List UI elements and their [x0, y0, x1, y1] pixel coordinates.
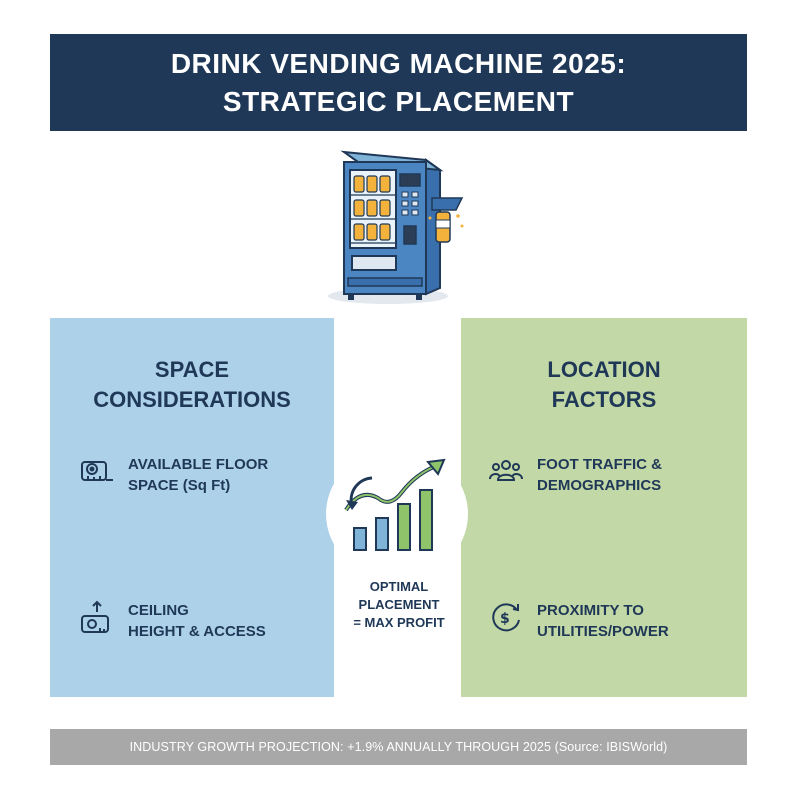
utilities-line-1: PROXIMITY TO	[537, 602, 644, 619]
people-group-icon	[489, 460, 523, 481]
optimal-placement-label: OPTIMAL PLACEMENT = MAX PROFIT	[334, 578, 464, 632]
svg-text:$: $	[500, 611, 510, 627]
center-line-3: = MAX PROFIT	[353, 615, 445, 630]
floor-space-line-1: AVAILABLE FLOOR	[128, 456, 269, 473]
ceiling-line-2: HEIGHT & ACCESS	[128, 623, 266, 640]
floor-space-line-2: SPACE (Sq Ft)	[128, 477, 231, 494]
ceiling-line-1: CEILING	[128, 602, 189, 619]
vending-machine-icon	[328, 150, 464, 304]
location-title-line-2: FACTORS	[551, 387, 657, 412]
floor-space-item: AVAILABLE FLOOR SPACE (Sq Ft)	[80, 454, 268, 496]
title-line-2: STRATEGIC PLACEMENT	[222, 85, 575, 117]
space-panel-title: SPACE CONSIDERATIONS	[50, 355, 334, 415]
location-panel-title: LOCATION FACTORS	[461, 355, 747, 415]
location-title-line-1: LOCATION	[547, 357, 661, 382]
title-line-1: DRINK VENDING MACHINE 2025:	[170, 47, 627, 79]
space-title-line-1: SPACE	[154, 357, 230, 382]
center-line-2: PLACEMENT	[358, 597, 440, 612]
height-measure-icon	[81, 600, 109, 633]
ceiling-height-item: CEILING HEIGHT & ACCESS	[80, 600, 266, 642]
growth-chart-icon	[344, 458, 446, 551]
space-title-line-2: CONSIDERATIONS	[93, 387, 291, 412]
location-factors-panel: LOCATION FACTORS FOOT TRAFFIC & DEMOGRAP…	[461, 318, 747, 697]
utilities-item: $ PROXIMITY TO UTILITIES/POWER	[489, 600, 669, 642]
space-considerations-panel: SPACE CONSIDERATIONS AVAILABLE FLOOR SPA…	[50, 318, 334, 697]
dollar-cycle-icon: $	[492, 603, 520, 632]
foot-traffic-line-2: DEMOGRAPHICS	[537, 477, 662, 494]
growth-projection-footer: INDUSTRY GROWTH PROJECTION: +1.9% ANNUAL…	[50, 729, 747, 765]
utilities-line-2: UTILITIES/POWER	[537, 623, 669, 640]
tape-measure-icon	[81, 461, 113, 481]
foot-traffic-item: FOOT TRAFFIC & DEMOGRAPHICS	[489, 454, 662, 496]
title-banner: DRINK VENDING MACHINE 2025: STRATEGIC PL…	[50, 34, 747, 131]
center-line-1: OPTIMAL	[369, 579, 429, 594]
footer-text: INDUSTRY GROWTH PROJECTION: +1.9% ANNUAL…	[129, 740, 668, 754]
foot-traffic-line-1: FOOT TRAFFIC &	[537, 456, 662, 473]
